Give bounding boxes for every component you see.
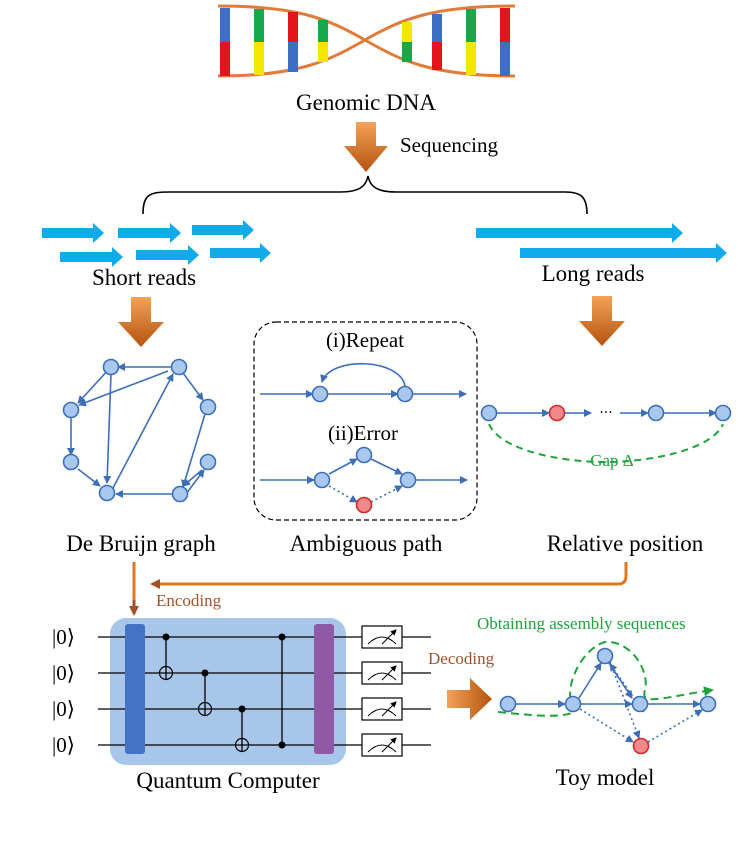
long-reads-arrows: [476, 223, 727, 263]
short-reads-label: Short reads: [92, 265, 196, 290]
short-reads-arrows: [42, 220, 271, 267]
qubit-1-label: |0⟩: [52, 661, 75, 685]
decoding-arrow: [447, 678, 492, 720]
encoding-connector: [150, 562, 628, 589]
ambiguous-path-panel: [253, 321, 478, 521]
dna-double-helix: [217, 4, 516, 78]
sequencing-label: Sequencing: [400, 133, 498, 157]
qubit-3-label: |0⟩: [52, 733, 75, 757]
hadamard-gate: [125, 624, 145, 754]
repeat-label: (i)Repeat: [326, 328, 404, 352]
relative-position-graph: ···: [480, 404, 732, 464]
long-reads-down-arrow: [579, 296, 625, 346]
qubit-0-label: |0⟩: [52, 625, 75, 649]
output-gate: [314, 624, 334, 754]
obtaining-assembly-label: Obtaining assembly sequences: [477, 614, 686, 633]
genomic-dna-label: Genomic DNA: [296, 90, 436, 115]
qubit-2-label: |0⟩: [52, 697, 75, 721]
gap-label: Gap Δ: [590, 451, 634, 470]
split-brace: [142, 175, 588, 215]
error-label: (ii)Error: [328, 421, 398, 445]
svg-text:···: ···: [599, 405, 612, 421]
toy-model-graph: [497, 640, 717, 755]
quantum-circuit: [98, 618, 431, 765]
de-bruijn-graph: [62, 358, 217, 503]
sequencing-arrow: [344, 122, 388, 172]
quantum-computer-label: Quantum Computer: [136, 768, 320, 793]
relative-position-label: Relative position: [547, 531, 704, 556]
ambiguous-path-label: Ambiguous path: [290, 531, 443, 556]
repeat-path: [260, 362, 467, 403]
encoding-label: Encoding: [156, 591, 222, 610]
long-reads-label: Long reads: [542, 261, 645, 286]
de-bruijn-label: De Bruijn graph: [66, 531, 216, 556]
toy-model-label: Toy model: [556, 765, 655, 790]
error-path: [260, 446, 468, 514]
short-reads-down-arrow: [118, 297, 164, 347]
decoding-label: Decoding: [428, 649, 495, 668]
